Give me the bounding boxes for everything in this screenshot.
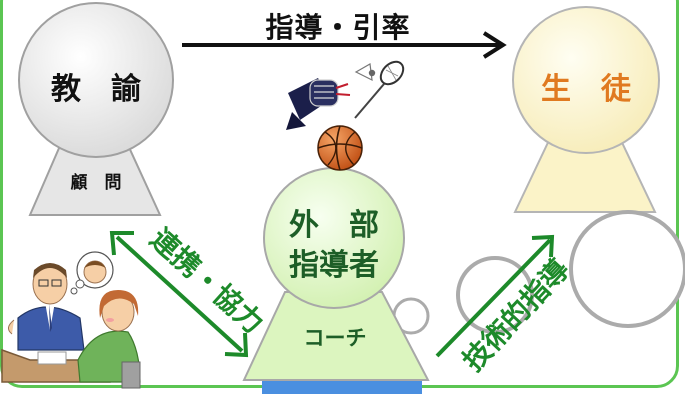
student-pawn-head	[512, 6, 660, 154]
top-arrow	[182, 31, 507, 59]
left-double-arrow	[109, 231, 249, 358]
teacher-role: 顧 問	[70, 173, 122, 193]
decorative-circle-large	[569, 210, 685, 328]
coach-name-line1: 外 部	[289, 208, 379, 243]
kendo-mask-icon	[286, 78, 351, 130]
coach-role: コーチ	[303, 326, 367, 350]
people-talking-illustration	[1, 251, 141, 389]
shuttlecock-icon	[354, 63, 376, 82]
top-arrow-label: 指導・引率	[265, 11, 411, 44]
teacher-name: 教 諭	[51, 72, 141, 107]
coach-name-line2: 指導者	[289, 248, 379, 283]
badminton-racket-icon	[354, 60, 405, 119]
student-name: 生 徒	[541, 72, 631, 107]
teacher-pawn	[18, 2, 174, 216]
coach-pawn	[242, 167, 430, 394]
basketball-icon	[317, 125, 363, 171]
teacher-pawn-head	[18, 2, 174, 158]
right-arrow	[435, 234, 555, 358]
student-pawn	[512, 6, 660, 213]
coach-pawn-base	[242, 291, 430, 381]
